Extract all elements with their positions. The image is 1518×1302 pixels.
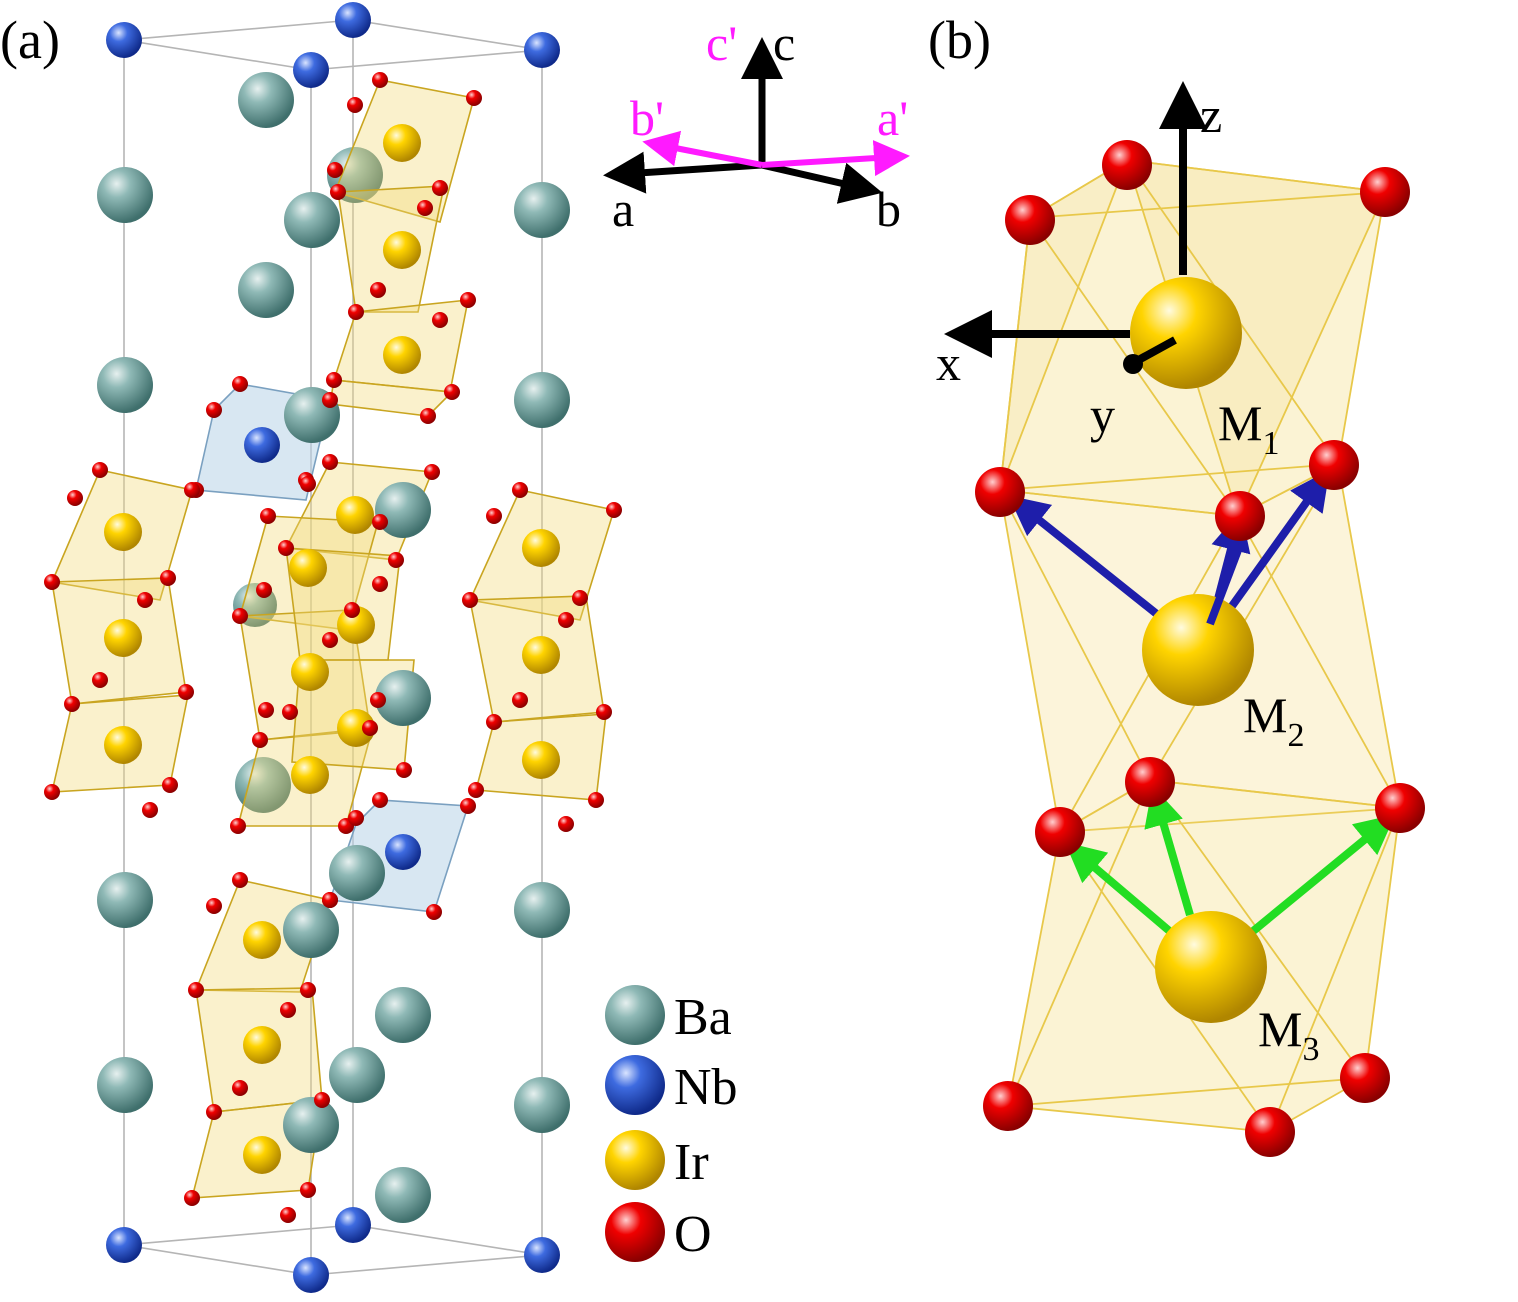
- m1-label: M1: [1218, 395, 1279, 462]
- m3-label: M3: [1258, 1001, 1319, 1068]
- y-axis-label: y: [1090, 387, 1115, 443]
- ba-atoms-back: [233, 72, 383, 813]
- m1-atom: [1130, 277, 1242, 389]
- ir-atoms: [104, 124, 560, 1174]
- crystal-axes: c c' b' a' a b: [603, 15, 910, 237]
- a-axis-label: a: [612, 181, 634, 237]
- panel-a: (a): [0, 2, 910, 1293]
- local-axes: [944, 81, 1207, 358]
- b-axis-label: b: [876, 181, 901, 237]
- nb-atoms: [106, 2, 560, 1293]
- c-axis-label: c: [773, 15, 795, 71]
- a-prime-axis-label: a': [877, 90, 908, 146]
- z-axis-label: z: [1200, 87, 1222, 143]
- legend-label-ir: Ir: [674, 1134, 709, 1191]
- y-axis-tip: [1123, 354, 1143, 374]
- x-axis-label: x: [936, 335, 961, 391]
- b-prime-axis-label: b': [630, 90, 664, 146]
- ba-atoms-mid: [97, 167, 570, 1223]
- b-prime-axis-arrow: [642, 130, 763, 168]
- legend-label-ba: Ba: [674, 989, 732, 1046]
- m2-front-arrow: [1206, 543, 1244, 626]
- panel-b: (b): [928, 10, 1425, 1157]
- legend-swatch-nb: [605, 1055, 665, 1115]
- legend-label-o: O: [674, 1206, 712, 1263]
- m3-arrows: [1064, 785, 1396, 944]
- panel-b-label: (b): [928, 10, 991, 70]
- legend-label-nb: Nb: [674, 1059, 738, 1116]
- b-axis-arrow: [761, 161, 883, 204]
- m2-label: M2: [1243, 687, 1304, 754]
- legend-swatch-ba: [605, 985, 665, 1045]
- legend-swatch-ir: [605, 1130, 665, 1190]
- c-prime-axis-label: c': [706, 15, 737, 71]
- trimer-o-atoms: [975, 140, 1425, 1157]
- legend: Ba Nb Ir O: [605, 985, 738, 1263]
- legend-swatch-o: [605, 1202, 665, 1262]
- o-atoms: [44, 72, 622, 1223]
- panel-a-label: (a): [0, 10, 60, 70]
- m2-atom: [1142, 594, 1254, 706]
- a-axis-arrow: [603, 151, 763, 194]
- a-prime-axis-arrow: [761, 140, 910, 177]
- m3-atom: [1155, 911, 1267, 1023]
